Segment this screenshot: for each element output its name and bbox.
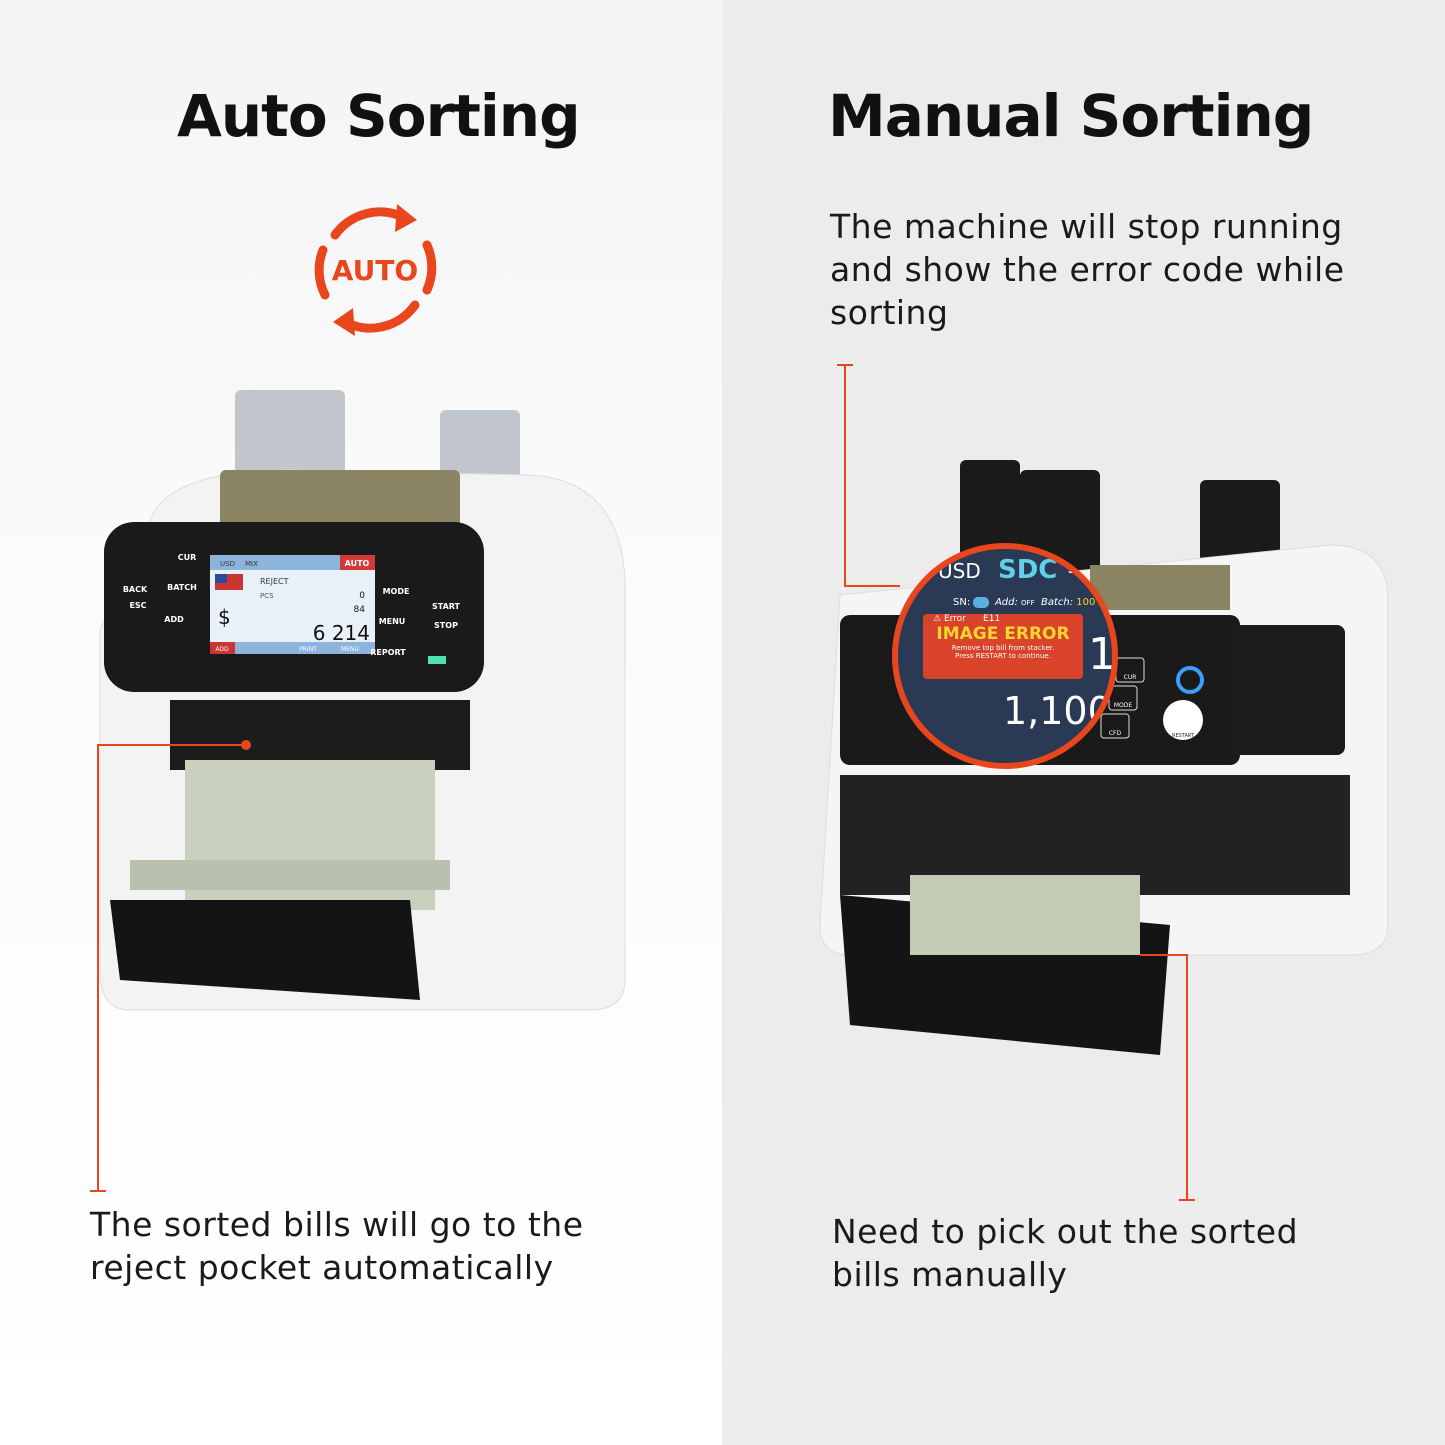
usd-tab: USD xyxy=(220,560,235,568)
auto-sorting-description: The sorted bills will go to the reject p… xyxy=(90,1205,584,1287)
add-button: ADD xyxy=(164,615,184,624)
left-callout-dot xyxy=(241,740,251,750)
right-bottom-callout-line xyxy=(1186,954,1188,1200)
speed-label: SPEED xyxy=(1068,565,1105,576)
cur-button: CUR xyxy=(178,553,197,562)
mix-tab: MIX xyxy=(245,560,258,568)
report-button: REPORT xyxy=(370,648,406,657)
amount-display: 6 214 xyxy=(313,621,370,645)
right-top-callout-tick xyxy=(837,364,853,366)
mode-button: MODE xyxy=(383,587,410,596)
back-button: BACK xyxy=(123,585,148,594)
error-line-2: Press RESTART to continue. xyxy=(955,652,1051,660)
error-title: IMAGE ERROR xyxy=(936,624,1070,644)
error-box: ⚠ Error E11 IMAGE ERROR Remove top bill … xyxy=(923,614,1083,679)
reject-value: 0 xyxy=(359,591,365,601)
auto-tab: AUTO xyxy=(345,559,370,568)
auto-sorting-title: Auto Sorting xyxy=(177,82,581,150)
pcs-value: 84 xyxy=(354,605,366,615)
menu-screen-button: MENU xyxy=(341,646,359,653)
status-row: SN: Add: OFF Batch: 100 xyxy=(953,597,1096,608)
left-callout-line-h xyxy=(97,744,245,746)
mode-label: SDC xyxy=(998,555,1058,585)
pcs-count: 1 xyxy=(1088,629,1116,680)
mode-button: MODE xyxy=(1114,702,1133,709)
restart-button: RESTART xyxy=(1172,733,1195,739)
magnified-error-screen: USD SDC SPEED SN: Add: OFF Batch: 100 ⚠ … xyxy=(892,543,1118,769)
left-callout-line xyxy=(97,744,99,1192)
auto-badge-text: AUTO xyxy=(332,254,418,287)
start-button: START xyxy=(432,602,461,611)
right-bottom-callout-line-h xyxy=(1140,954,1188,956)
right-top-callout-line-h xyxy=(844,585,900,587)
manual-sorting-bottom-description: Need to pick out the sorted bills manual… xyxy=(832,1212,1299,1294)
batch-button: BATCH xyxy=(167,583,197,592)
manual-sorting-title: Manual Sorting xyxy=(828,82,1314,150)
right-bottom-callout-tick xyxy=(1179,1199,1195,1201)
esc-button: ESC xyxy=(129,601,146,610)
left-callout-tick xyxy=(90,1190,106,1192)
reject-label: REJECT xyxy=(260,577,289,586)
left-banknote-counter: AUTO USD MIX REJECT PCS 0 84 $ 6 214 ADD… xyxy=(99,390,626,1011)
print-screen-button: PRINT xyxy=(299,646,317,653)
right-top-callout-line xyxy=(844,364,846,586)
error-line-1: Remove top bill from stacker. xyxy=(951,644,1055,652)
cur-button: CUR xyxy=(1124,674,1137,681)
pcs-label: PCS xyxy=(260,592,274,600)
stop-button: STOP xyxy=(434,621,458,630)
manual-sorting-description: The machine will stop running and show t… xyxy=(830,207,1345,332)
error-header: ⚠ Error E11 xyxy=(933,614,1001,624)
right-banknote-counter: CUR MODE CFD RESTART xyxy=(819,460,1389,1055)
currency-symbol: $ xyxy=(218,605,231,629)
cfd-button: CFD xyxy=(1109,730,1122,737)
add-screen-button: ADD xyxy=(215,646,229,653)
auto-cycle-icon: AUTO xyxy=(314,204,437,336)
currency-label: USD xyxy=(938,559,981,583)
amount-display: 1,100 xyxy=(1003,689,1112,733)
menu-button: MENU xyxy=(379,617,406,626)
